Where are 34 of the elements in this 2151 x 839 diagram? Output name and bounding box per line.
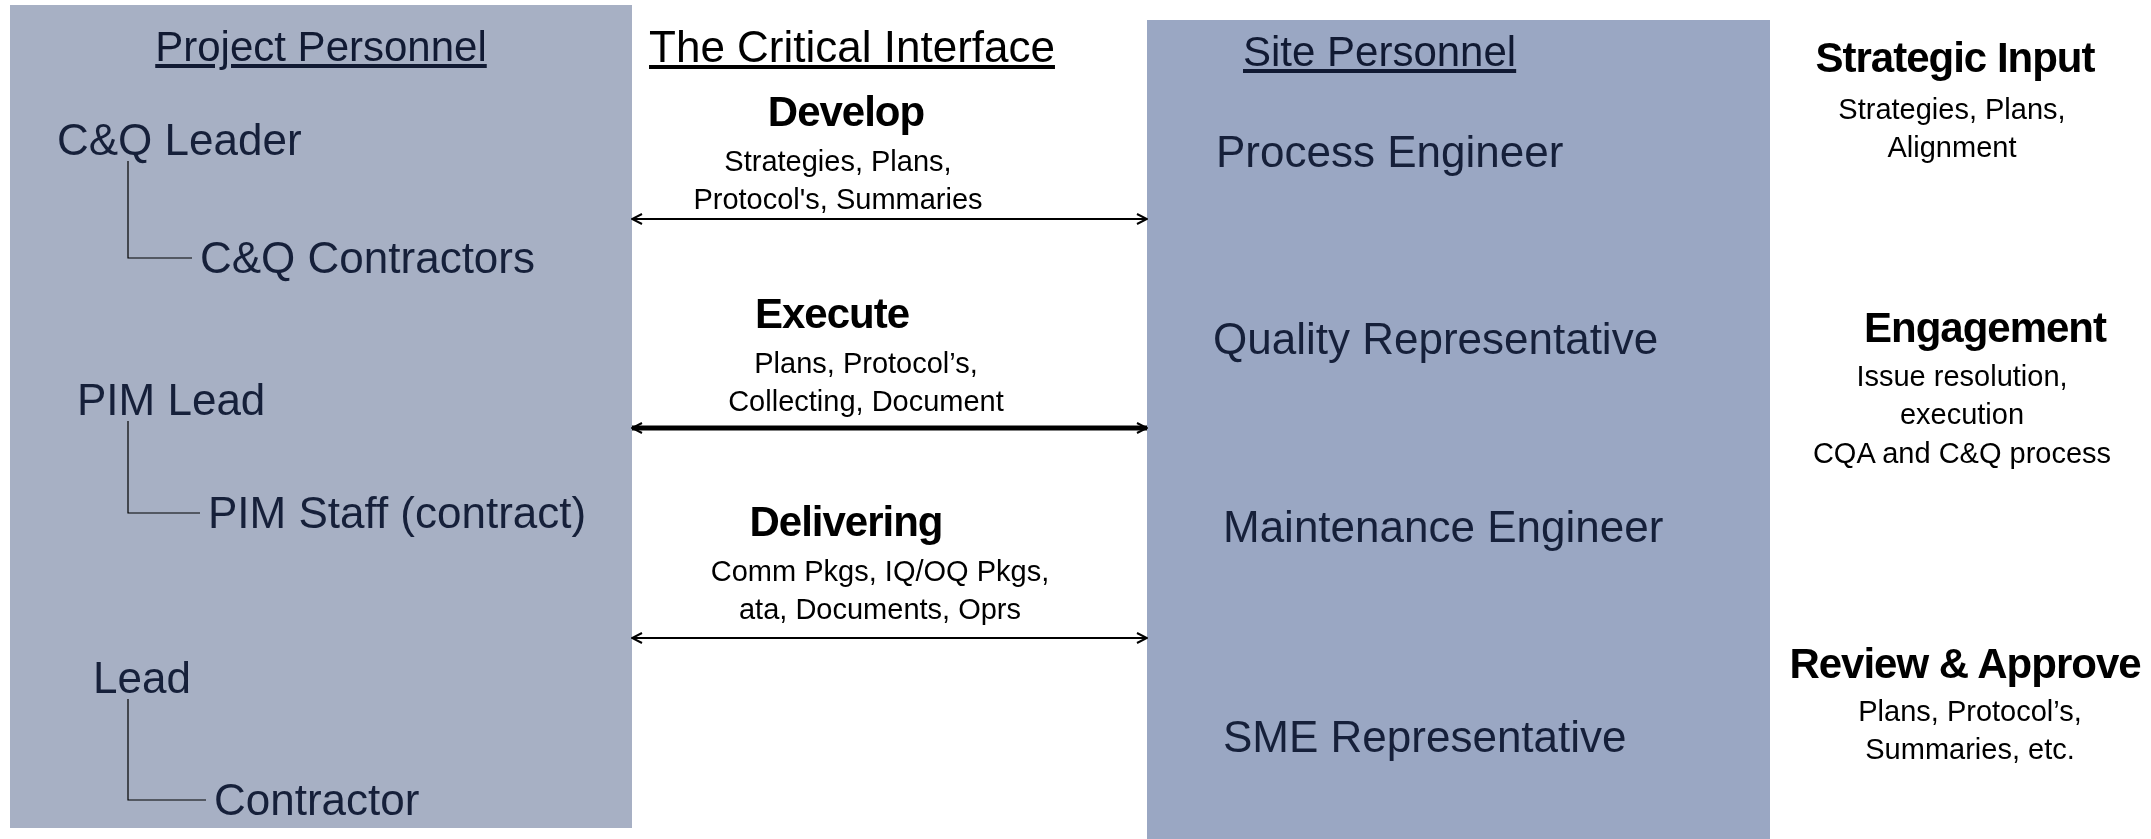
role-label: PIM Staff (contract) — [208, 488, 587, 538]
panel-heading: Site Personnel — [1243, 28, 1517, 76]
stage-heading: Delivering — [748, 498, 944, 547]
section-heading: The Critical Interface — [648, 22, 1056, 73]
double-arrow — [631, 422, 1148, 434]
personnel-panel — [1147, 20, 1770, 839]
personnel-panel — [10, 5, 632, 828]
stage-heading: Strategic Input — [1814, 34, 2096, 83]
stage-description: Issue resolution, execution — [1855, 359, 2069, 432]
stage-heading: Engagement — [1862, 304, 2108, 353]
double-arrow — [631, 213, 1148, 225]
role-label: Lead — [93, 653, 191, 703]
stage-description: Plans, Protocol’s, Collecting, Document — [727, 346, 1005, 419]
role-label: Maintenance Engineer — [1223, 502, 1664, 552]
role-label: C&Q Contractors — [200, 233, 535, 283]
role-label: PIM Lead — [77, 375, 266, 425]
role-label: SME Representative — [1223, 712, 1627, 762]
stage-description: Strategies, Plans, Alignment — [1837, 92, 2067, 165]
stage-heading: Develop — [766, 88, 926, 137]
stage-heading: Review & Approve — [1788, 640, 2142, 689]
connector-line — [127, 698, 207, 801]
stage-description: Plans, Protocol’s, Summaries, etc. — [1857, 694, 2083, 767]
stage-description: CQA and C&Q process — [1811, 436, 2113, 471]
role-label: Contractor — [214, 775, 420, 825]
double-arrow — [631, 632, 1148, 644]
connector-line — [127, 160, 193, 259]
stage-heading: Execute — [753, 290, 911, 339]
stage-description: Comm Pkgs, IQ/OQ Pkgs, ata, Documents, Oprs — [709, 554, 1051, 627]
panel-heading: Project Personnel — [154, 23, 488, 71]
role-label: Quality Representative — [1213, 314, 1659, 364]
role-label: Process Engineer — [1216, 127, 1564, 177]
role-label: C&Q Leader — [57, 115, 302, 165]
connector-line — [127, 420, 201, 514]
stage-description: Strategies, Plans, Protocol's, Summaries — [692, 144, 984, 217]
